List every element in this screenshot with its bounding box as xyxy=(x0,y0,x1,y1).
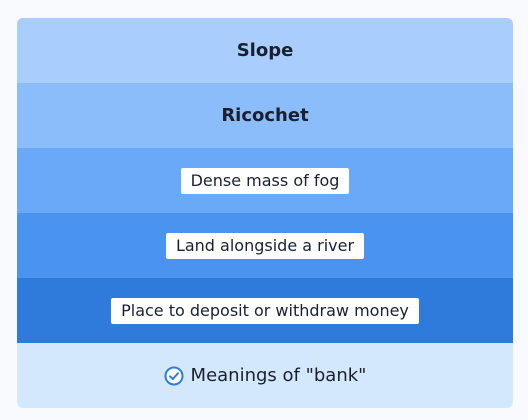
footer-title: Meanings of "bank" xyxy=(190,365,367,386)
check-circle-icon xyxy=(164,366,184,386)
option-label-chip: Land alongside a river xyxy=(165,232,365,259)
option-row-river[interactable]: Land alongside a river xyxy=(17,213,513,278)
option-label-chip: Dense mass of fog xyxy=(180,167,350,194)
meanings-card: Slope Ricochet Dense mass of fog Land al… xyxy=(17,18,513,408)
option-label: Slope xyxy=(236,40,294,61)
option-label: Ricochet xyxy=(221,105,309,126)
option-row-ricochet[interactable]: Ricochet xyxy=(17,83,513,148)
option-row-slope[interactable]: Slope xyxy=(17,18,513,83)
footer-bar: Meanings of "bank" xyxy=(17,343,513,408)
option-row-fog[interactable]: Dense mass of fog xyxy=(17,148,513,213)
option-label-chip: Place to deposit or withdraw money xyxy=(111,297,419,324)
option-row-money[interactable]: Place to deposit or withdraw money xyxy=(17,278,513,343)
